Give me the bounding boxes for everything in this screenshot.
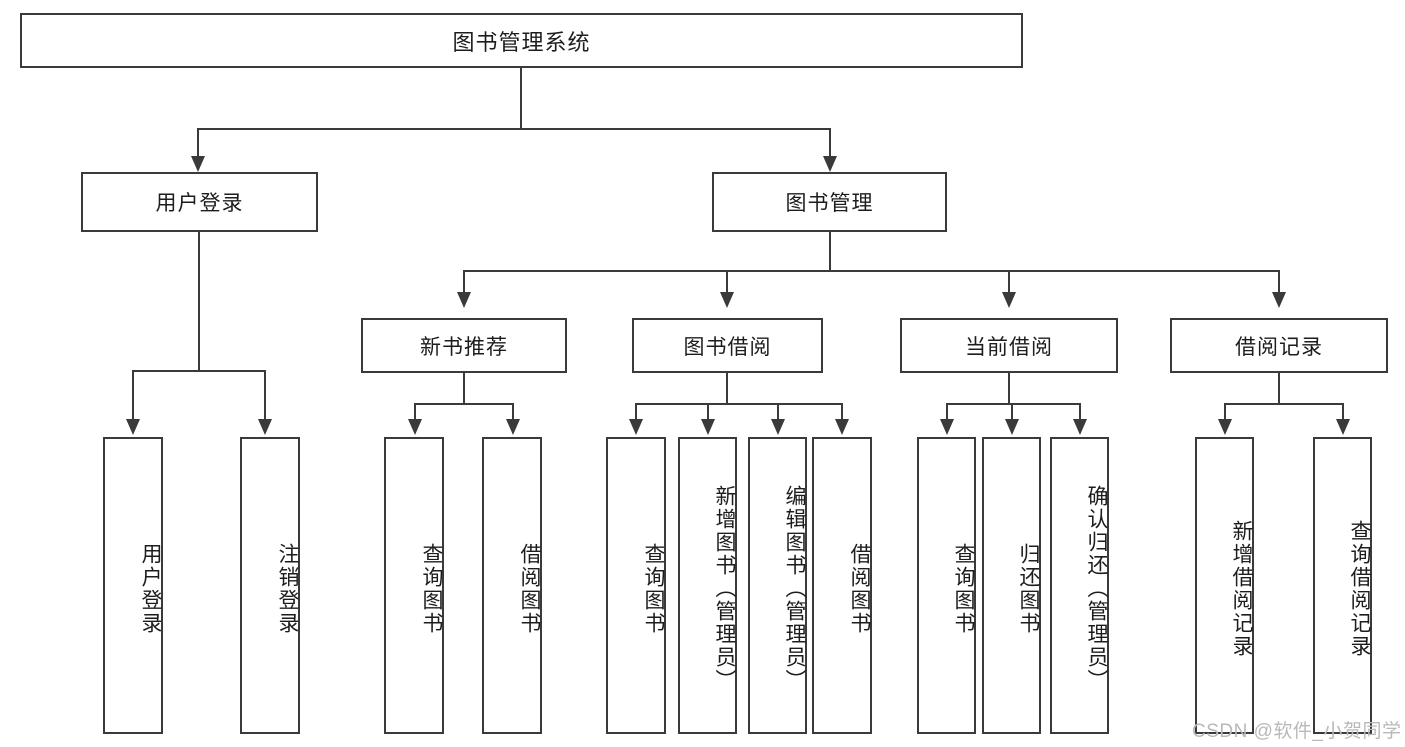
node-label: 图书借阅: [683, 335, 772, 359]
node-label: 当前借阅: [965, 335, 1053, 359]
connector-book-manage-drop-2: [726, 270, 728, 294]
arrow-to-borrow-record: [1272, 292, 1286, 308]
arrow-leaf-current-borrow-3: [1073, 419, 1087, 435]
arrow-to-current-borrow: [1002, 292, 1016, 308]
arrow-leaf-borrow-record-1: [1218, 419, 1232, 435]
arrow-leaf-book-borrow-3: [771, 419, 785, 435]
node-label: 借阅图书: [848, 542, 871, 635]
leaf-edit-book-admin[interactable]: 编辑图书（管理员）: [748, 437, 807, 734]
connector-current-borrow-drop-3: [1079, 403, 1081, 421]
arrow-leaf-user-login-2: [258, 419, 272, 435]
node-label: 图书管理系统: [452, 29, 591, 55]
connector-current-borrow-bus: [946, 403, 1081, 405]
connector-book-borrow-drop-3: [777, 403, 779, 421]
node-label: 图书管理: [785, 192, 874, 215]
connector-root-right-drop: [829, 128, 831, 158]
leaf-add-borrow-record[interactable]: 新增借阅记录: [1195, 437, 1254, 734]
node-label: 借阅图书: [518, 542, 541, 635]
arrow-leaf-current-borrow-1: [940, 419, 954, 435]
node-root-system[interactable]: 图书管理系统: [20, 13, 1023, 68]
connector-user-login-drop-1: [132, 370, 134, 421]
leaf-borrow-book-new[interactable]: 借阅图书: [482, 437, 542, 734]
arrow-to-book-borrow: [720, 292, 734, 308]
leaf-return-book[interactable]: 归还图书: [982, 437, 1041, 734]
node-book-manage[interactable]: 图书管理: [712, 172, 947, 232]
node-label: 新增借阅记录: [1230, 519, 1253, 658]
arrow-to-book-manage: [823, 156, 837, 172]
connector-current-borrow-down: [1008, 373, 1010, 405]
connector-book-borrow-bus: [635, 403, 843, 405]
leaf-logout[interactable]: 注销登录: [240, 437, 300, 734]
connector-book-borrow-drop-1: [635, 403, 637, 421]
node-book-borrow[interactable]: 图书借阅: [632, 318, 823, 373]
leaf-borrow-book[interactable]: 借阅图书: [812, 437, 872, 734]
connector-new-book-down: [463, 373, 465, 405]
connector-borrow-record-drop-1: [1224, 403, 1226, 421]
connector-borrow-record-drop-2: [1342, 403, 1344, 421]
connector-current-borrow-drop-2: [1011, 403, 1013, 421]
node-label: 查询借阅记录: [1348, 519, 1371, 658]
node-label: 注销登录: [276, 542, 299, 635]
connector-root-down: [520, 68, 522, 128]
leaf-query-book-current[interactable]: 查询图书: [917, 437, 976, 734]
node-label: 编辑图书（管理员）: [783, 485, 806, 692]
node-label: 查询图书: [420, 542, 443, 635]
watermark-csdn: CSDN @软件_小贺同学: [1192, 721, 1402, 742]
connector-book-manage-bus: [463, 270, 1280, 272]
leaf-add-book-admin[interactable]: 新增图书（管理员）: [678, 437, 737, 734]
connector-user-login-drop-2: [264, 370, 266, 421]
connector-new-book-drop-1: [414, 403, 416, 421]
arrow-leaf-book-borrow-4: [835, 419, 849, 435]
node-label: 查询图书: [952, 542, 975, 635]
connector-current-borrow-drop-1: [946, 403, 948, 421]
arrow-leaf-user-login-1: [126, 419, 140, 435]
leaf-query-book-borrow[interactable]: 查询图书: [606, 437, 666, 734]
connector-user-login-bus: [132, 370, 266, 372]
leaf-query-borrow-record[interactable]: 查询借阅记录: [1313, 437, 1372, 734]
node-borrow-record[interactable]: 借阅记录: [1170, 318, 1388, 373]
connector-borrow-record-down: [1278, 373, 1280, 405]
node-label: 用户登录: [155, 192, 244, 215]
node-label: 新增图书（管理员）: [713, 485, 736, 692]
node-label: 借阅记录: [1235, 335, 1323, 359]
node-label: 归还图书: [1017, 542, 1040, 635]
connector-user-login-down: [198, 232, 200, 372]
connector-borrow-record-bus: [1224, 403, 1344, 405]
arrow-leaf-book-borrow-2: [701, 419, 715, 435]
connector-new-book-bus: [414, 403, 514, 405]
node-label: 确认归还（管理员）: [1085, 485, 1108, 692]
connector-book-manage-down: [829, 232, 831, 272]
connector-book-borrow-drop-2: [707, 403, 709, 421]
connector-book-manage-drop-3: [1008, 270, 1010, 294]
connector-book-manage-drop-1: [463, 270, 465, 294]
arrow-leaf-new-book-1: [408, 419, 422, 435]
node-label: 用户登录: [139, 542, 162, 635]
connector-book-borrow-drop-4: [841, 403, 843, 421]
arrow-leaf-borrow-record-2: [1336, 419, 1350, 435]
connector-book-borrow-down: [726, 373, 728, 405]
node-current-borrow[interactable]: 当前借阅: [900, 318, 1118, 373]
arrow-leaf-current-borrow-2: [1005, 419, 1019, 435]
connector-root-bus: [197, 128, 831, 130]
leaf-query-book-new[interactable]: 查询图书: [384, 437, 444, 734]
arrow-to-new-book: [457, 292, 471, 308]
node-user-login[interactable]: 用户登录: [81, 172, 318, 232]
connector-new-book-drop-2: [512, 403, 514, 421]
node-new-book-recommend[interactable]: 新书推荐: [361, 318, 567, 373]
connector-book-manage-drop-4: [1278, 270, 1280, 294]
arrow-leaf-book-borrow-1: [629, 419, 643, 435]
node-label: 新书推荐: [420, 335, 508, 359]
connector-root-left-drop: [197, 128, 199, 158]
node-label: 查询图书: [642, 542, 665, 635]
arrow-to-user-login: [191, 156, 205, 172]
leaf-confirm-return-admin[interactable]: 确认归还（管理员）: [1050, 437, 1109, 734]
arrow-leaf-new-book-2: [506, 419, 520, 435]
leaf-user-login[interactable]: 用户登录: [103, 437, 163, 734]
